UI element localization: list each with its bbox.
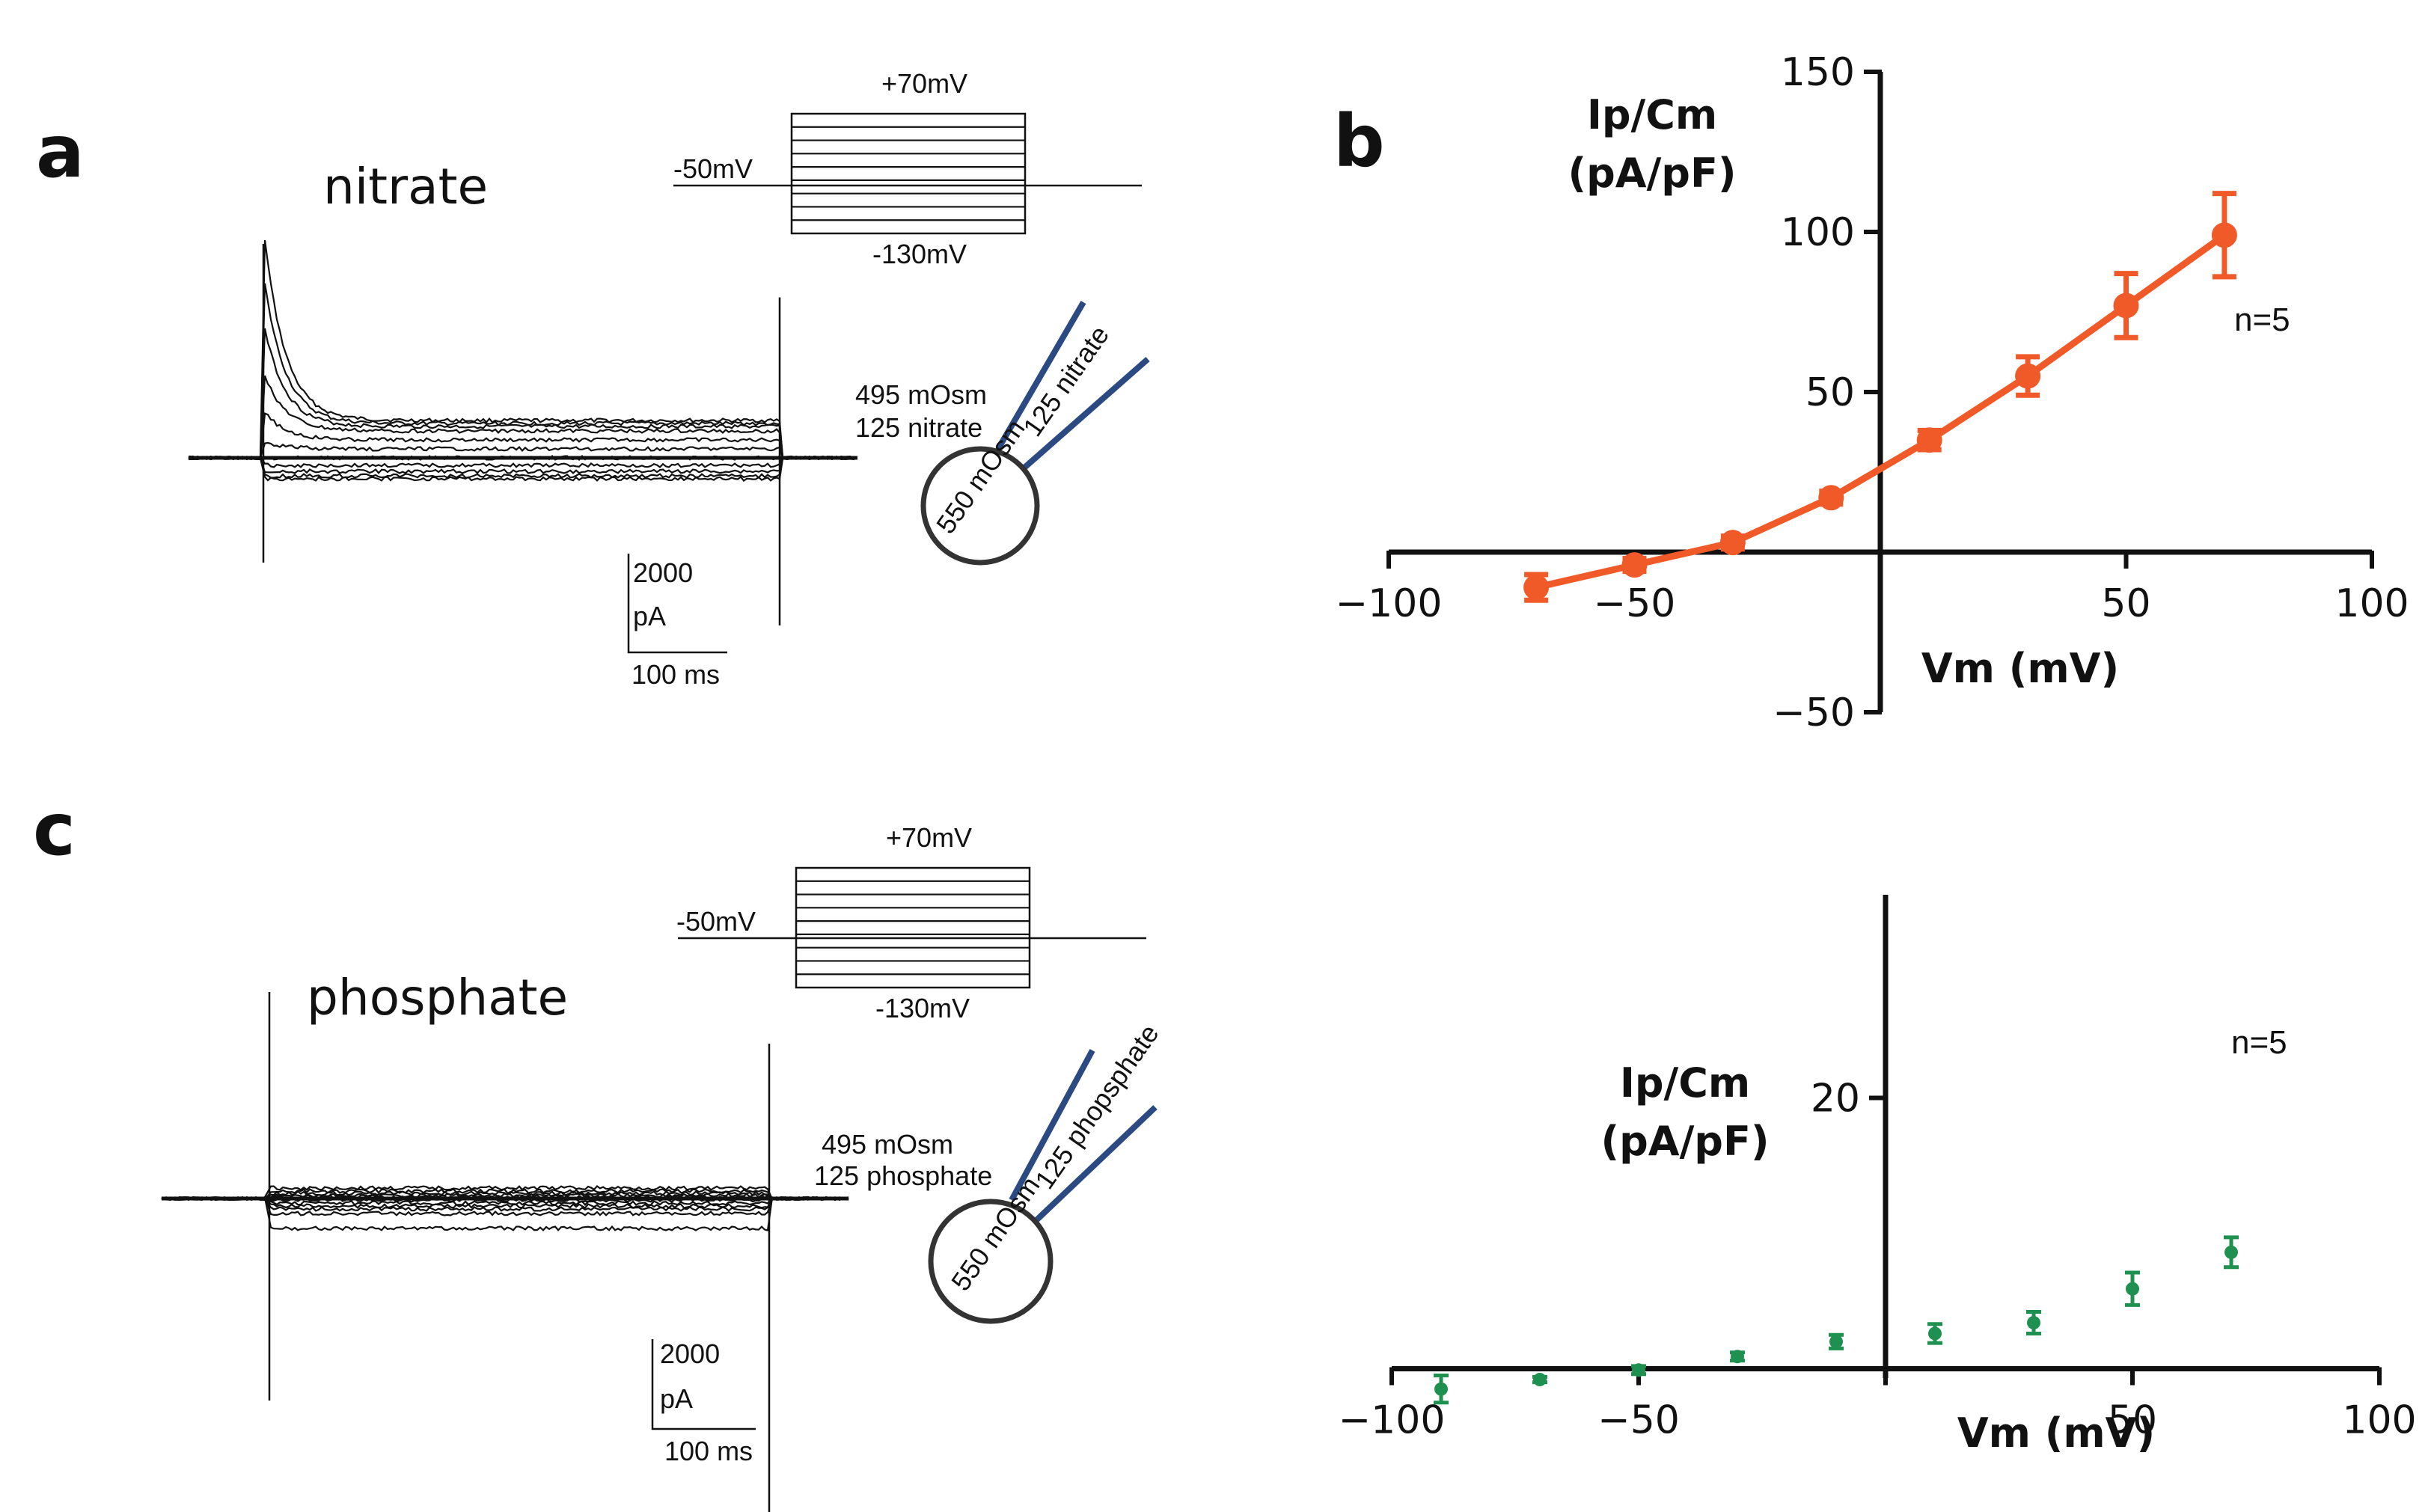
current-trace <box>188 375 855 461</box>
y-axis-label-line2: (pA/pF) <box>1600 1118 1769 1165</box>
x-tick-label: −50 <box>1594 581 1676 626</box>
y-axis-label-line1: Ip/Cm <box>1587 91 1717 138</box>
panel-c-scale-y-unit: pA <box>660 1383 693 1414</box>
panel-a-bath-line1: 495 mOsm <box>855 379 987 410</box>
data-point <box>1719 530 1746 556</box>
current-trace <box>188 239 855 460</box>
panel-c-protocol-bottom: -130mV <box>875 993 970 1023</box>
panel-a-protocol-hold: -50mV <box>673 153 753 184</box>
panel-a-scale-y-value: 2000 <box>633 557 693 588</box>
protocol-step-box <box>790 112 1027 235</box>
data-point <box>2211 222 2237 248</box>
y-tick-label: −50 <box>1773 691 1855 735</box>
panel-c-title: phosphate <box>307 969 568 1026</box>
current-trace <box>161 1196 849 1231</box>
panel-c-pipette-label: 125 phopsphate <box>1029 1019 1165 1195</box>
x-tick-label: 100 <box>2334 581 2409 626</box>
protocol-step-box <box>795 866 1031 989</box>
panel-a-scale-y-unit: pA <box>633 601 666 631</box>
y-tick-label: 20 <box>1811 1077 1860 1121</box>
chart-phosphate-iv: −100 −50 50 100 20 Vm (mV) Ip/Cm (pA/pF) n=5 <box>1339 895 2417 1457</box>
panel-a-protocol-bottom: -130mV <box>872 239 967 269</box>
panel-a-protocol-top: +70mV <box>881 68 967 99</box>
panel-a-scale-bar: 2000 pA 100 ms <box>627 554 727 690</box>
panel-c-scale-y-value: 2000 <box>660 1338 720 1369</box>
panel-label-c: c <box>33 788 76 872</box>
data-point <box>1632 1363 1645 1377</box>
panel-c-protocol-top: +70mV <box>886 822 972 853</box>
series-line <box>1535 232 2227 591</box>
current-trace <box>188 283 855 461</box>
panel-a-pipette-wall-right <box>1021 356 1150 471</box>
y-tick-label: 150 <box>1781 50 1855 95</box>
panel-c-pipette-wall-right <box>1033 1105 1158 1223</box>
sample-size-annotation: n=5 <box>2231 1024 2287 1061</box>
panel-a-voltage-protocol: +70mV -50mV -130mV <box>673 68 1142 269</box>
data-point <box>2126 1282 2139 1296</box>
current-trace <box>161 1196 849 1206</box>
current-trace <box>161 1185 849 1202</box>
panel-label-a: a <box>36 110 85 194</box>
y-tick-label: 50 <box>1805 370 1855 415</box>
panel-c-protocol-hold: -50mV <box>676 906 756 937</box>
chart-nitrate-iv: −100 −50 50 100 −50 50 100 150 Vm (mV) Ip/Cm (pA/p… <box>1336 50 2409 735</box>
panel-c-scale-x: 100 ms <box>664 1436 753 1466</box>
y-axis-label-line1: Ip/Cm <box>1620 1059 1750 1107</box>
panel-a-scale-x: 100 ms <box>632 659 720 690</box>
current-trace <box>188 455 855 482</box>
panel-a-bath-line2: 125 nitrate <box>855 412 982 443</box>
panel-label-b: b <box>1333 100 1385 183</box>
sample-size-annotation: n=5 <box>2234 302 2290 338</box>
current-trace <box>161 1196 849 1212</box>
current-trace <box>188 455 855 468</box>
panel-a-pipette-wall-left <box>995 300 1086 451</box>
panel-c-cell-diagram: 495 mOsm 125 phosphate 125 phopsphate 55… <box>814 1019 1165 1324</box>
panel-a-cell-diagram: 495 mOsm 125 nitrate 125 nitrate 550 mOs… <box>855 300 1150 566</box>
current-trace <box>188 455 855 480</box>
data-point <box>2027 1315 2040 1329</box>
panel-c-voltage-protocol: +70mV -50mV -130mV <box>676 822 1146 1023</box>
panel-c-current-traces <box>161 992 849 1512</box>
data-point <box>1621 552 1648 578</box>
data-point <box>1731 1350 1744 1364</box>
x-axis-label: Vm (mV) <box>1921 645 2119 692</box>
current-trace <box>161 1196 849 1216</box>
data-point <box>1829 1335 1843 1349</box>
panel-c-cell-circle <box>928 1199 1054 1324</box>
current-trace <box>161 1196 849 1209</box>
data-point <box>2015 363 2041 389</box>
x-tick-label: 100 <box>2342 1398 2416 1443</box>
y-tick-label: 100 <box>1781 210 1855 255</box>
data-point <box>1434 1382 1448 1396</box>
panel-c-bath-line2: 125 phosphate <box>814 1160 992 1191</box>
panel-a-title: nitrate <box>323 158 488 215</box>
current-trace <box>188 328 855 460</box>
data-point <box>2113 293 2139 319</box>
x-axis-label: Vm (mV) <box>1957 1410 2155 1457</box>
panel-a-cell-circle <box>920 446 1040 566</box>
data-point <box>1928 1326 1942 1341</box>
panel-a-current-traces <box>188 239 857 625</box>
data-point <box>1916 427 1942 453</box>
y-axis-label-line2: (pA/pF) <box>1568 150 1736 197</box>
data-point <box>1533 1372 1547 1386</box>
panel-c-pipette-wall-left <box>1009 1049 1095 1202</box>
x-tick-label: 50 <box>2108 1398 2157 1443</box>
data-point <box>1818 485 1844 511</box>
panel-c-bath-line1: 495 mOsm <box>822 1129 953 1160</box>
panel-c-scale-bar: 2000 pA 100 ms <box>651 1338 756 1466</box>
current-trace <box>161 1190 849 1202</box>
x-tick-label: −50 <box>1597 1398 1680 1443</box>
current-trace <box>188 412 855 461</box>
current-trace <box>188 455 855 474</box>
x-tick-label: −100 <box>1339 1398 1446 1443</box>
data-point <box>2224 1245 2238 1259</box>
data-point <box>1523 575 1550 601</box>
x-tick-label: −100 <box>1336 581 1443 626</box>
x-tick-label: 50 <box>2101 581 2150 626</box>
current-trace <box>188 441 855 461</box>
